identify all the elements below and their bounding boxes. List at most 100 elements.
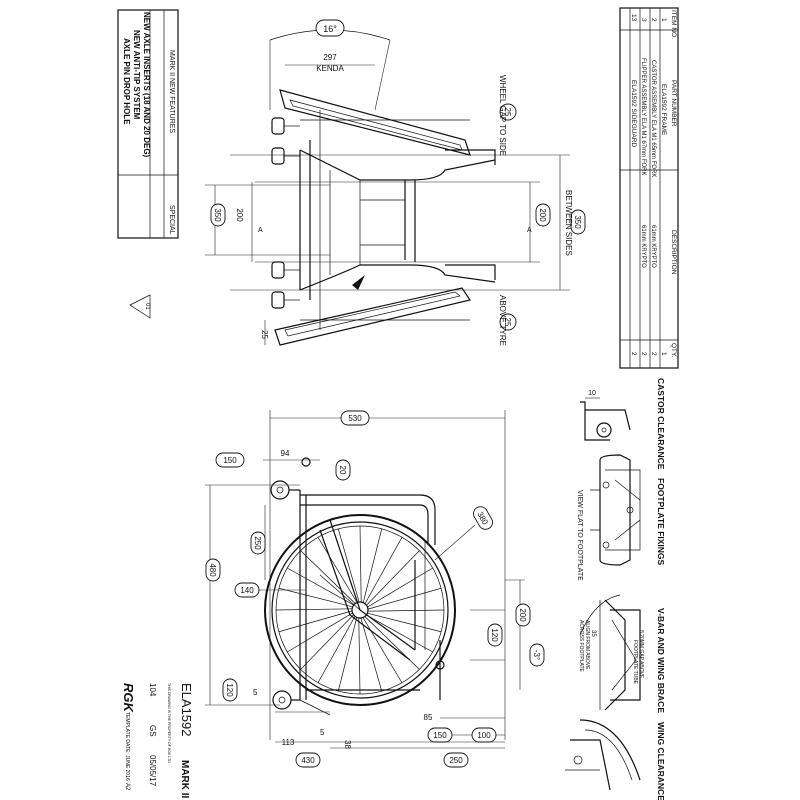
- detail-footplate-fixings: VIEW FLAT TO FOOTPLATE FOOTPLATE FIXINGS: [576, 454, 666, 581]
- row-2-desc: 61mm KRYPTO: [650, 225, 656, 268]
- vbar-note-3: ALIGN FROM ABOVE: [584, 620, 590, 670]
- d200-dim: 200: [518, 608, 527, 622]
- outer-left-dim: 350: [213, 208, 222, 222]
- detail-wing-clearance: WING CLEARANCE: [565, 719, 666, 800]
- table-header-item: ITEM NO.: [670, 10, 677, 39]
- d250-dim: 250: [253, 536, 262, 550]
- d113-dim: 113: [282, 738, 295, 747]
- top-view-frame: [299, 110, 496, 330]
- vbar-note-4: ACROSS FOOTPLATE: [578, 620, 584, 673]
- wheel-gap-dim: 25: [503, 108, 512, 117]
- revision-line-3: AXLE PIN DROP HOLE: [122, 38, 131, 125]
- table-header-qty: QTY.: [670, 343, 677, 358]
- wheel-spoke: [287, 612, 353, 653]
- wheel-spoke: [359, 525, 362, 603]
- castor-dim: 10: [588, 390, 596, 397]
- bottom-25-dim: 25: [260, 330, 269, 339]
- d150-dim: 150: [223, 456, 237, 465]
- side-view: 530 150 94 20 380 250 480 140: [205, 410, 545, 768]
- title-block: ELA1592 MARK II THIS DRAWING IS THE PROP…: [121, 683, 194, 799]
- top-angle-label: 16°: [323, 24, 337, 34]
- wing-clearance-label: WING CLEARANCE: [656, 722, 666, 800]
- table-header-part: PART NUMBER: [670, 80, 677, 127]
- table-header-desc: DESCRIPTION: [670, 230, 677, 275]
- row-2-item: 2: [650, 18, 657, 22]
- wheel-spoke: [367, 587, 442, 610]
- top-view: 16° 297 KENDA 25 WHEEL GAP TO SIDE 25 AB…: [205, 19, 586, 346]
- wheel-spoke: [337, 528, 360, 603]
- row-3-part: FLIPPER ASSEMBLY ELA M1 67mm FORK: [640, 58, 646, 176]
- colour-value: 104: [148, 683, 157, 697]
- above-tyre-text: ABOVE TYRE: [498, 295, 507, 346]
- view-flat-label: VIEW FLAT TO FOOTPLATE: [576, 490, 583, 581]
- d150b-dim: 150: [433, 731, 447, 740]
- detail-castor-clearance: 10 CASTOR CLEARANCE: [580, 378, 666, 470]
- wheel-spoke: [275, 608, 353, 611]
- row-2-qty: 2: [650, 352, 657, 356]
- side-angle-dim: -3°: [532, 650, 541, 660]
- wheel-spoke: [366, 614, 433, 653]
- top-view-right-wheel: [274, 287, 471, 346]
- row-4-item: 13: [630, 14, 637, 22]
- detail-vbar-wing-brace: 8 20MM GAP ABOVE FOOTPLATE TUBE 35 ALIGN…: [578, 594, 666, 713]
- row-1-qty: 1: [660, 352, 667, 356]
- date-value: 05/05/17: [148, 755, 157, 787]
- d140-dim: 140: [240, 586, 254, 595]
- section-mark-left: A: [258, 227, 263, 234]
- wheel-spoke: [337, 617, 358, 692]
- d85-dim: 85: [424, 713, 433, 722]
- section-mark-right: A: [527, 227, 532, 234]
- row-4-qty: 2: [630, 352, 637, 356]
- top-view-castors: [271, 117, 300, 309]
- d250b-dim: 250: [449, 756, 463, 765]
- row-3-desc: 61mm KRYPTO: [640, 225, 646, 268]
- between-sides-dim: 350: [573, 215, 582, 229]
- between-sides-text: BETWEEN SIDES: [564, 190, 573, 256]
- wheel-spoke: [367, 612, 442, 633]
- revision-special: SPECIAL: [168, 205, 175, 235]
- wheel-spoke: [278, 587, 353, 608]
- wheel-spoke: [287, 567, 354, 606]
- revision-tag: 01: [144, 303, 150, 310]
- side-view-castors: [270, 457, 445, 710]
- wheel-gap-text: WHEEL GAP TO SIDE: [498, 75, 507, 156]
- fine-print: THIS DRAWING IS THE PROPERTY OF RGK LTD: [167, 683, 171, 763]
- section-arrow: [352, 275, 365, 290]
- footplate-fixings-label: FOOTPLATE FIXINGS: [656, 478, 666, 566]
- wheel-spoke: [278, 610, 353, 633]
- wheel-spoke: [364, 537, 403, 604]
- drawn-value: GS: [148, 725, 157, 737]
- d38-dim: 38: [343, 740, 352, 749]
- wheel-spoke: [362, 528, 383, 603]
- tyre-brand-label: KENDA: [316, 64, 344, 73]
- d480-dim: 480: [208, 563, 217, 577]
- wheel-spoke: [300, 550, 356, 604]
- row-1-part: ELA1592 FRAME: [660, 84, 667, 136]
- vbar-note-1: 8 20MM GAP ABOVE: [638, 630, 644, 679]
- side-view-wheel: [264, 514, 456, 706]
- d20-dim: 20: [338, 466, 347, 475]
- wheel-spoke: [317, 616, 356, 683]
- rgk-logo: RGK: [121, 683, 136, 714]
- wheel-spoke: [364, 616, 420, 670]
- vbar-dim: 35: [590, 630, 596, 637]
- revision-line-1: NEW AXLE INSERTS (18 AND 20 DEG): [142, 12, 151, 158]
- revision-line-2: NEW ANTI-TIP SYSTEM: [132, 30, 141, 120]
- mark-label: MARK II: [179, 760, 190, 799]
- drawing-number: ELA1592: [179, 683, 194, 737]
- detail-views: 10 CASTOR CLEARANCE VIEW FLAT TO FOOTPLA…: [565, 378, 666, 800]
- wheel-spoke: [358, 617, 361, 695]
- row-4-part: ELA1592 SIDEGUARD: [630, 80, 637, 148]
- row-3-qty: 2: [640, 352, 647, 356]
- castor-clearance-label: CASTOR CLEARANCE: [656, 378, 666, 470]
- d5-dim: 5: [253, 688, 258, 697]
- revision-box: MARK II NEW FEATURES NEW AXLE INSERTS (1…: [117, 9, 179, 319]
- parts-table: ITEM NO. PART NUMBER DESCRIPTION QTY. 1 …: [619, 7, 679, 369]
- vbar-note-2: FOOTPLATE TUBE: [632, 640, 638, 685]
- row-1-item: 1: [660, 18, 667, 22]
- d430-dim: 430: [301, 756, 315, 765]
- wheel-spoke: [366, 550, 420, 606]
- d94-dim: 94: [281, 449, 290, 458]
- template-date: TEMPLATE DATE: JUNE 2016: [124, 712, 130, 781]
